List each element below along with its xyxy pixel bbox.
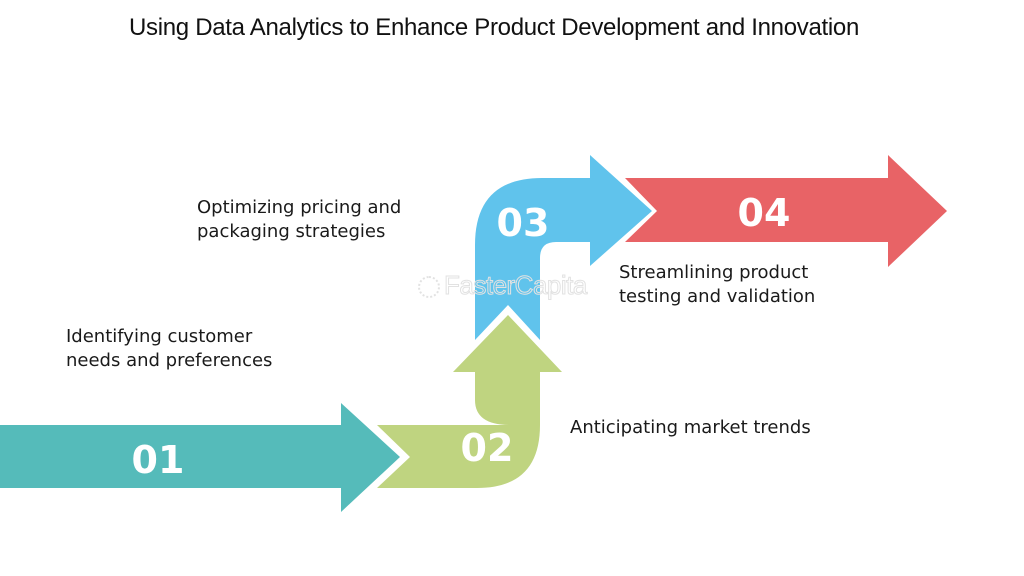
gear-icon xyxy=(418,276,440,299)
step-04-label-line: testing and validation xyxy=(619,286,816,307)
step-02-arrow xyxy=(377,315,562,488)
watermark-text: FasterCapita xyxy=(444,270,588,301)
step-01-arrow xyxy=(0,403,400,512)
step-04-arrow xyxy=(625,155,947,267)
watermark: FasterCapita xyxy=(418,270,588,301)
step-03-arrow xyxy=(475,155,652,340)
step-03-label: Optimizing pricing and packaging strateg… xyxy=(197,196,401,244)
step-02-number: 02 xyxy=(461,426,514,470)
step-04-label: Streamlining product testing and validat… xyxy=(619,261,815,309)
step-04-label-line: Streamlining product xyxy=(619,262,809,283)
step-03-label-line: packaging strategies xyxy=(197,221,386,242)
step-03-label-line: Optimizing pricing and xyxy=(197,197,402,218)
step-03-number: 03 xyxy=(497,201,550,245)
step-01-number: 01 xyxy=(132,438,185,482)
step-01-label: Identifying customer needs and preferenc… xyxy=(66,325,272,373)
step-01-label-line: needs and preferences xyxy=(66,350,273,371)
step-04-number: 04 xyxy=(738,191,791,235)
step-02-label-line: Anticipating market trends xyxy=(570,417,811,438)
step-02-label: Anticipating market trends xyxy=(570,416,811,440)
step-01-label-line: Identifying customer xyxy=(66,326,253,347)
diagram-title: Using Data Analytics to Enhance Product … xyxy=(129,14,859,41)
